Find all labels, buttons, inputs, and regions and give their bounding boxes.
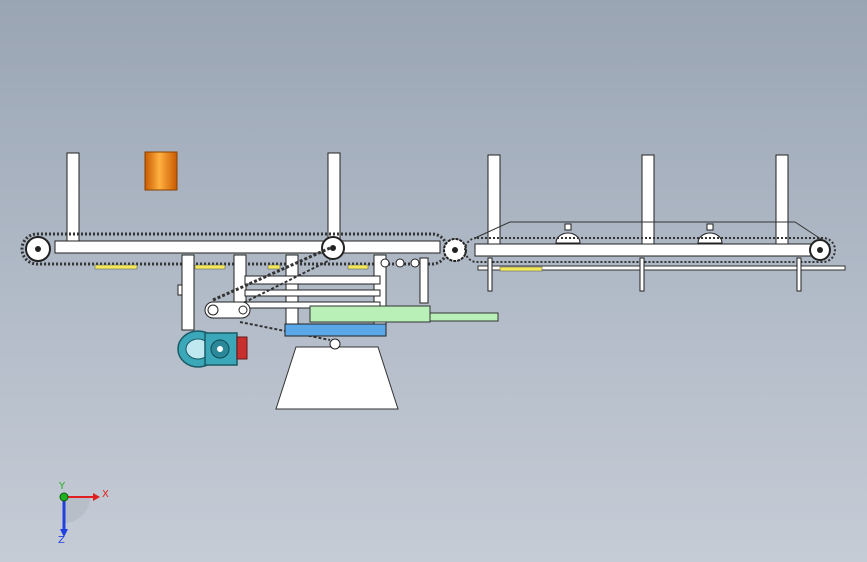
yellow-slots [94,264,543,272]
right-lower-rail [477,265,846,271]
right-guide-rail [474,221,831,246]
orange-drum [144,151,178,191]
z-axis-label: Z [58,535,65,546]
x-axis-label: X [102,489,109,500]
support-base [275,346,399,410]
cross-frame-1 [244,275,381,285]
left-post-2 [327,152,341,244]
right-chain [464,237,836,263]
left-chain [20,232,449,266]
cross-frame-2 [244,289,381,297]
right-main-beam [474,243,821,257]
dome-fixtures [555,223,723,244]
blue-plate [284,323,387,337]
left-bracket [177,284,183,296]
support-leg-1 [181,254,195,331]
y-axis-label: Y [58,481,66,492]
right-post-3 [775,154,789,246]
gear-motor [177,330,248,368]
frame-rollers [380,257,429,304]
coordinate-triad [59,492,100,537]
green-plate [309,305,431,323]
left-post-1 [66,152,80,244]
left-main-beam [54,240,441,254]
right-post-2 [641,154,655,246]
y-axis-dot [59,492,69,502]
